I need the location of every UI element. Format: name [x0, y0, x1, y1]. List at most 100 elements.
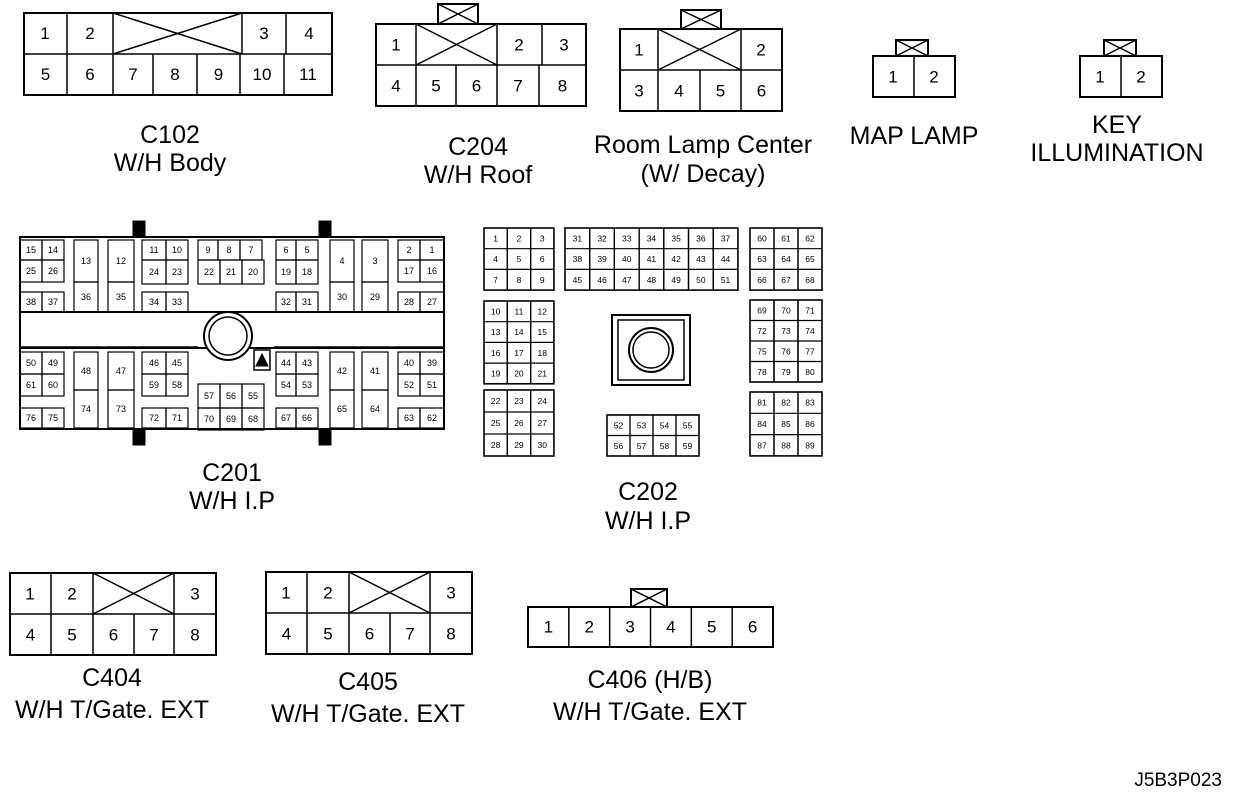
c202-pin: 37: [721, 233, 731, 243]
c404-pin: 7: [149, 626, 158, 645]
c202-pin: 4: [493, 254, 498, 264]
c404-desc: W/H T/Gate. EXT: [15, 696, 209, 724]
c202-pin: 52: [614, 420, 624, 430]
c201-pin: 16: [427, 266, 437, 276]
c202-pin: 2: [517, 233, 522, 243]
c202-block: [483, 227, 555, 291]
c202-block: [564, 227, 739, 291]
c201-pin: 27: [427, 297, 437, 307]
c202-pin: 24: [538, 396, 548, 406]
c202-pin: 13: [491, 327, 501, 337]
c201-pin: 63: [404, 413, 414, 423]
c202-pin: 45: [573, 275, 583, 285]
c202-pin: 1: [493, 233, 498, 243]
c202-pin: 66: [757, 275, 767, 285]
c202-pin: 38: [573, 254, 583, 264]
c201-pin: 33: [172, 297, 182, 307]
mount-tab: [318, 428, 332, 446]
c202-block: [749, 227, 823, 291]
c201-pin: 6: [283, 245, 288, 255]
c202-pin: 25: [491, 418, 501, 428]
c202-block: [749, 391, 823, 457]
c201-pin: 31: [302, 297, 312, 307]
c201-cell: [107, 389, 135, 429]
c201-pin: 55: [248, 391, 258, 401]
c406-pin: 2: [585, 618, 594, 637]
c202-pin: 33: [622, 233, 632, 243]
c201-cell: [107, 281, 135, 313]
c202-pin: 84: [757, 419, 767, 429]
c201-pin: 5: [304, 245, 309, 255]
c405-name: C405: [338, 668, 398, 696]
c201-cell: [419, 373, 445, 397]
c202-pin: 61: [781, 233, 791, 243]
c201-pin: 1: [429, 245, 434, 255]
c202-pin: 15: [538, 327, 548, 337]
c406-pin: 5: [707, 618, 716, 637]
c204-pin: 5: [431, 77, 440, 96]
c202-pin: 6: [540, 254, 545, 264]
c201-pin: 9: [205, 245, 210, 255]
c201-pin: 56: [226, 391, 236, 401]
c202-pin: 67: [781, 275, 791, 285]
c202-pin: 39: [597, 254, 607, 264]
c201-pin: 35: [116, 292, 126, 302]
c405-pin: 7: [405, 625, 414, 644]
c201-pin: 71: [172, 413, 182, 423]
c202-pin: 26: [514, 418, 524, 428]
c102-pin: 3: [259, 24, 268, 43]
c201-pin: 74: [81, 404, 91, 414]
c201-pin: 19: [281, 267, 291, 277]
c201-pin: 28: [404, 297, 414, 307]
c201-cell: [329, 389, 355, 429]
c201-pin: 58: [172, 380, 182, 390]
c202-pin: 9: [540, 275, 545, 285]
c202-pin: 46: [597, 275, 607, 285]
key-illum-line2: ILLUMINATION: [1030, 139, 1203, 167]
c201-pin: 8: [226, 245, 231, 255]
key-illum-pin: 2: [1136, 68, 1145, 87]
c202-pin: 20: [514, 368, 524, 378]
c202-pin: 78: [757, 367, 767, 377]
c201-pin: 26: [48, 266, 58, 276]
c201-pin: 49: [48, 358, 58, 368]
c202-pin: 71: [805, 305, 815, 315]
c405-pin: 6: [365, 625, 374, 644]
c201-pin: 57: [204, 391, 214, 401]
c202-pin: 30: [538, 440, 548, 450]
divider: [348, 571, 431, 614]
c202-pin: 54: [660, 420, 670, 430]
c404-pin: 4: [26, 626, 35, 645]
c204-pin: 8: [558, 77, 567, 96]
c406-pin: 4: [666, 618, 675, 637]
map-lamp-name: MAP LAMP: [850, 122, 979, 150]
c204-pin: 7: [513, 77, 522, 96]
c201-pin: 69: [226, 414, 236, 424]
c201-pin: 22: [204, 267, 214, 277]
c202-pin: 69: [757, 305, 767, 315]
c201-pin: 41: [370, 366, 380, 376]
c201-pin: 59: [149, 380, 159, 390]
c405-pin: 5: [323, 625, 332, 644]
c202-pin: 79: [781, 367, 791, 377]
c201-pin: 73: [116, 404, 126, 414]
c202-pin: 44: [721, 254, 731, 264]
c201-pin: 51: [427, 380, 437, 390]
room-lamp-pin: 4: [674, 82, 683, 101]
c201-pin: 23: [172, 267, 182, 277]
connector-labels: C102 W/H Body C204 W/H Roof Room Lamp Ce…: [15, 111, 1222, 791]
c404-pin: 1: [25, 585, 34, 604]
c202-pin: 28: [491, 440, 501, 450]
c201-pin: 10: [172, 245, 182, 255]
c406-name: C406 (H/B): [587, 666, 712, 694]
divider: [680, 9, 722, 30]
c405-pin: 3: [446, 584, 455, 603]
c202-pin: 40: [622, 254, 632, 264]
c102-pin: 10: [253, 65, 272, 84]
c201-pin: 43: [302, 358, 312, 368]
c202-pin: 59: [683, 441, 693, 451]
c202-pin: 22: [491, 396, 501, 406]
c405-desc: W/H T/Gate. EXT: [271, 700, 465, 728]
c202-pin: 47: [622, 275, 632, 285]
